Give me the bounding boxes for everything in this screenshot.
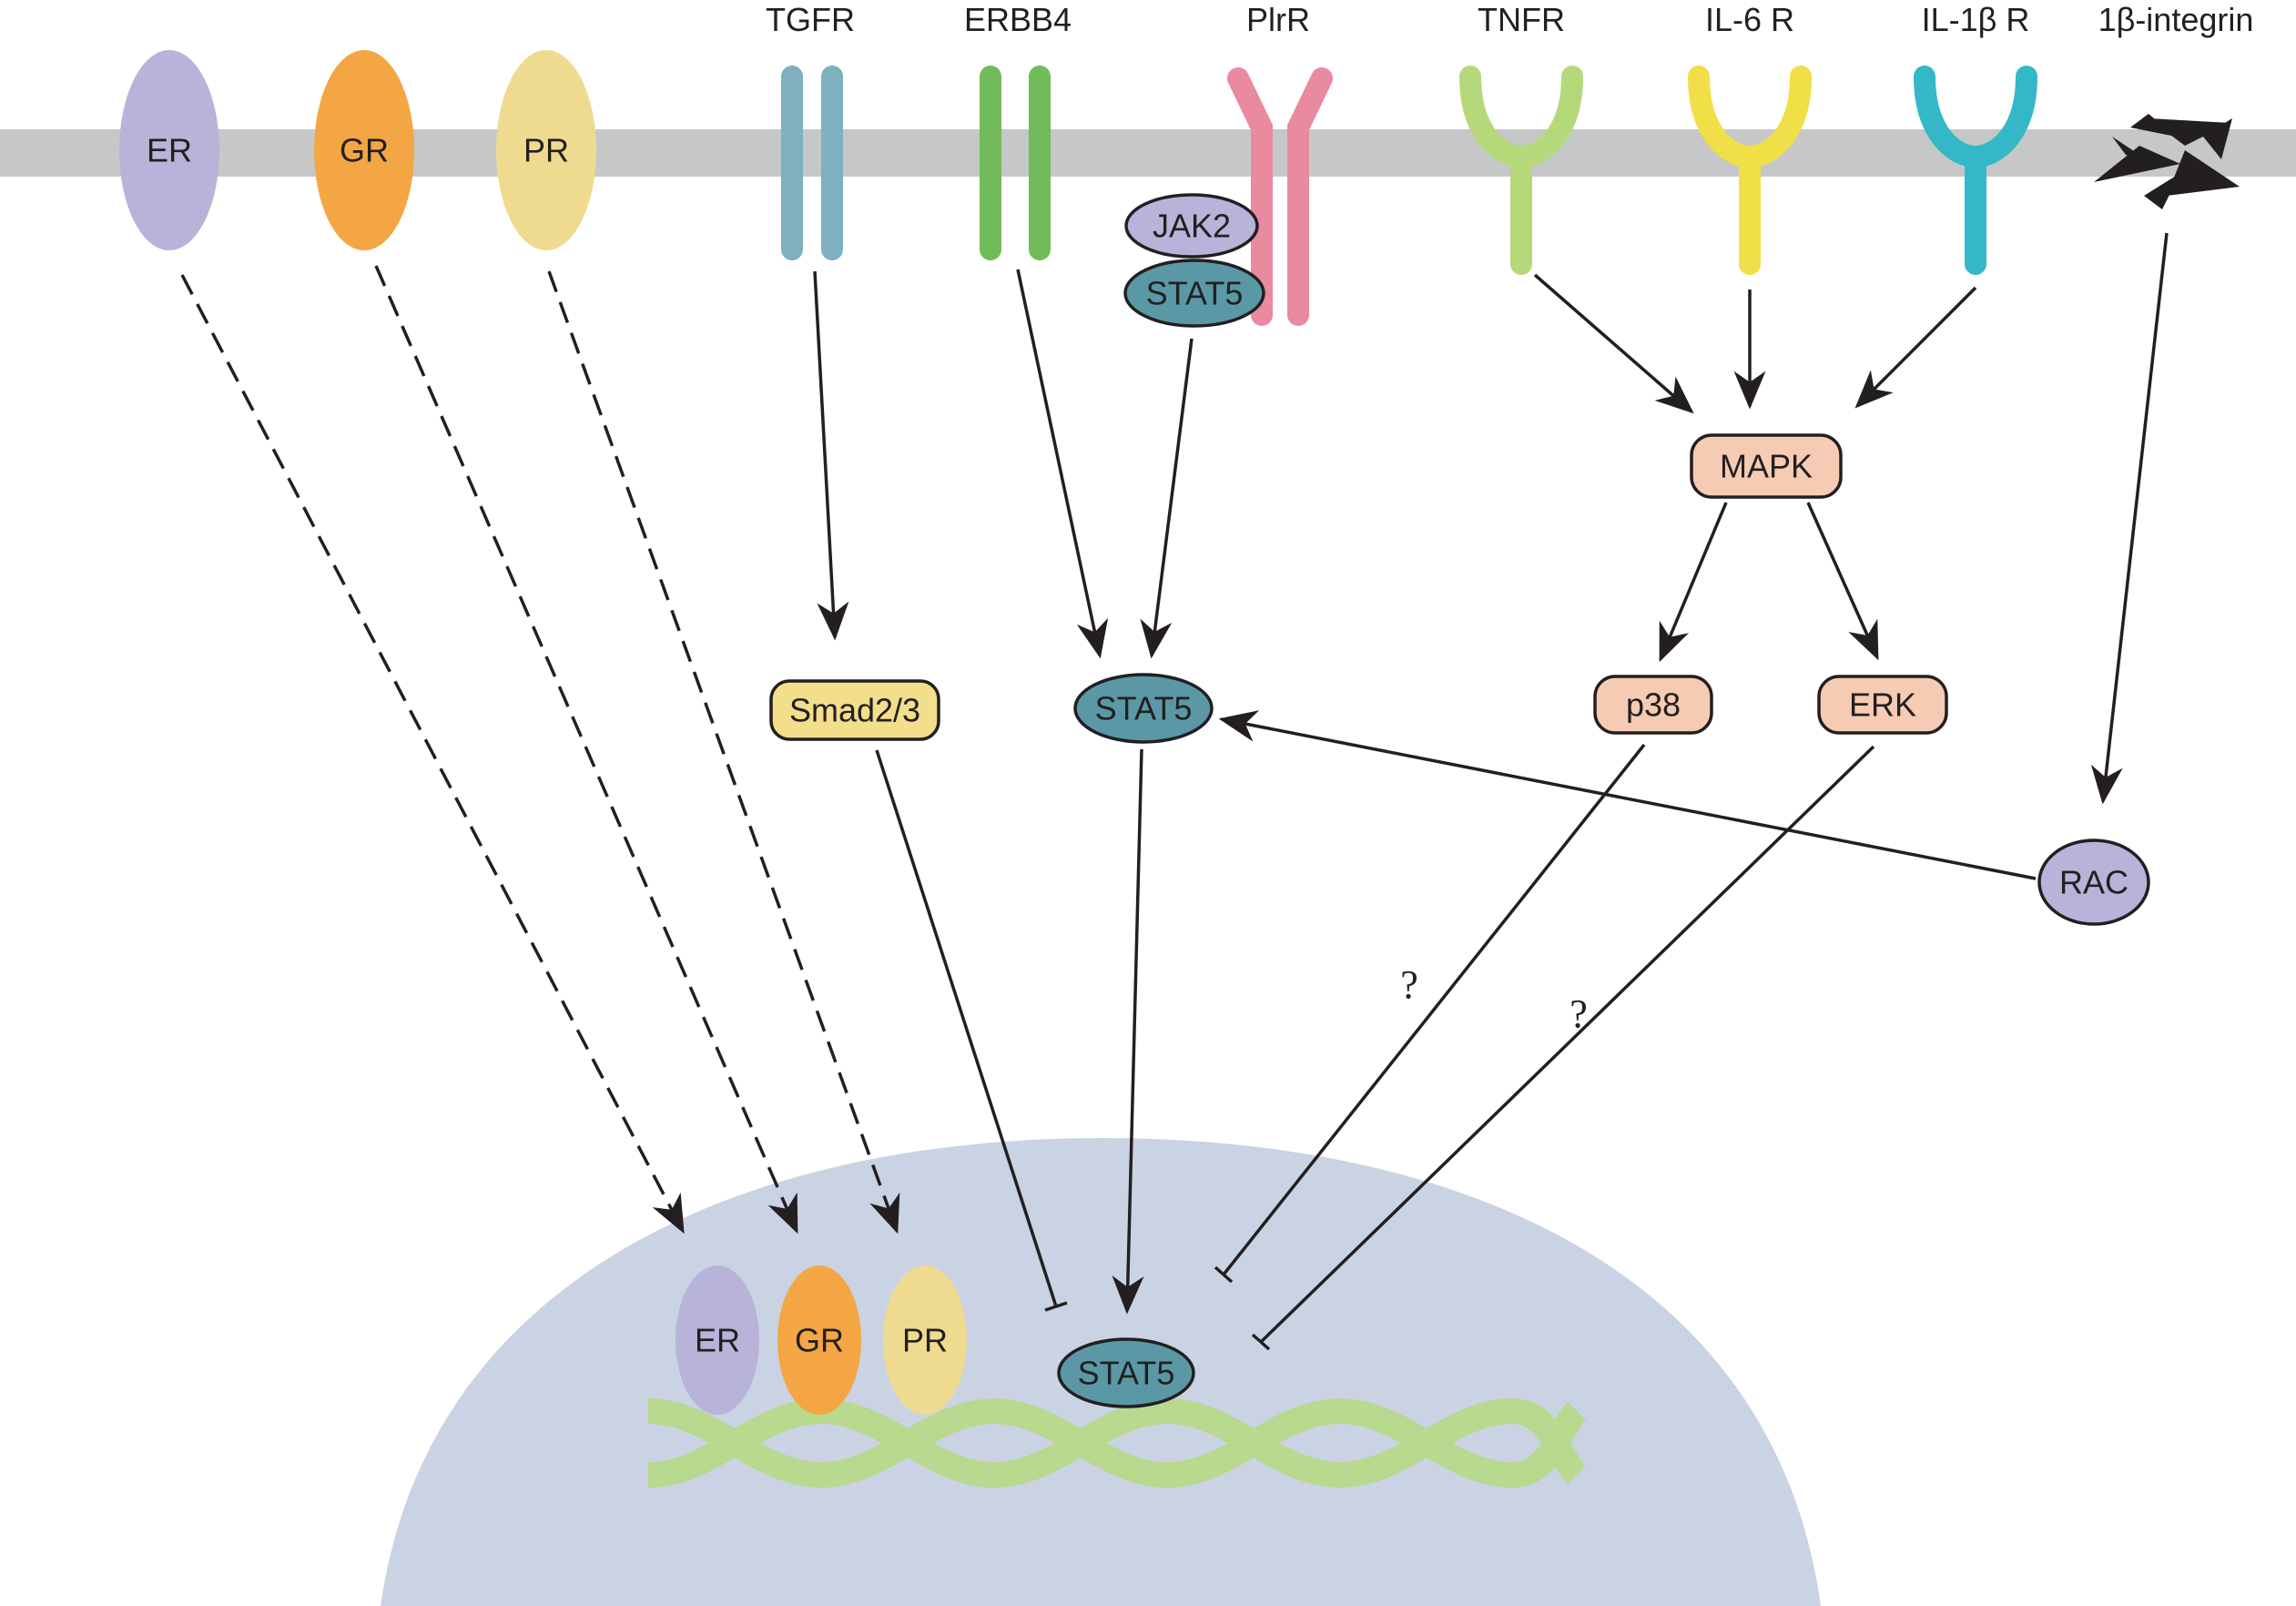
mapk-node: MAPK [1690,433,1843,499]
svg-text:Smad2/3: Smad2/3 [789,692,920,729]
mapk-to-erk-arrow [1806,502,1879,661]
nucleus-er: ER [676,1265,759,1415]
smad-inhibits-stat5 [875,749,1068,1312]
il6r-receptor [1688,66,1812,275]
svg-text:STAT5: STAT5 [1146,275,1244,312]
plrr-receptor [1227,67,1333,326]
svg-text:JAK2: JAK2 [1153,208,1231,245]
erk-inhibits-stat5 [1251,745,1875,1351]
membrane-pr: PR [496,50,596,250]
erbb4-receptor [980,66,1051,260]
stat5-membrane-node: STAT5 [1123,259,1265,328]
pr-translocation-arrow [547,270,900,1235]
svg-text:STAT5: STAT5 [1078,1355,1175,1392]
receptor-label-tnfr: TNFR [1478,1,1565,38]
tnfr-receptor [1459,66,1583,275]
svg-text:ERK: ERK [1849,686,1916,724]
receptor-label-integrin: 1β-integrin [2098,1,2254,38]
erk-uncertain-mark: ? [1570,991,1588,1036]
receptor-label-il1br: IL-1β R [1922,1,2030,38]
svg-text:RAC: RAC [2059,864,2128,901]
il1br-to-mapk-arrow [1854,286,1977,409]
stat5-to-stat5-arrow [1140,338,1194,659]
erbb4-to-stat5-arrow [1016,269,1109,659]
membrane-gr: GR [314,50,414,250]
nucleus-pr: PR [883,1265,967,1415]
jak2-node: JAK2 [1124,193,1259,259]
integrin-to-rac-arrow [2090,232,2169,805]
rac-node: RAC [2037,839,2150,926]
membrane-er: ER [119,50,219,250]
svg-text:GR: GR [340,132,389,169]
il1br-receptor [1914,66,2037,275]
nucleus-gr: GR [777,1265,861,1415]
svg-text:MAPK: MAPK [1720,448,1813,485]
stat5-to-nucleus-arrow [1112,748,1144,1315]
tgfr-to-smad-arrow [813,270,849,641]
svg-text:STAT5: STAT5 [1095,690,1193,727]
mapk-to-p38-arrow [1659,502,1728,663]
stat5-cytoplasm-node: STAT5 [1073,673,1214,744]
svg-text:ER: ER [147,132,192,169]
svg-text:p38: p38 [1626,686,1681,724]
smad-node: Smad2/3 [769,679,940,741]
stat5-nucleus-node: STAT5 [1057,1337,1195,1408]
gr-translocation-arrow [374,265,798,1235]
receptor-label-erbb4: ERBB4 [964,1,1072,38]
erk-node: ERK [1817,675,1948,735]
tnfr-to-mapk-arrow [1533,273,1694,414]
p38-uncertain-mark: ? [1400,962,1418,1007]
er-translocation-arrow [180,274,685,1235]
p38-node: p38 [1593,675,1713,735]
svg-text:PR: PR [523,132,569,169]
receptor-label-plrr: PlrR [1246,1,1310,38]
svg-text:PR: PR [902,1322,948,1359]
receptor-label-il6r: IL-6 R [1705,1,1794,38]
rac-to-stat5-arrow [1218,710,2037,880]
svg-text:ER: ER [695,1322,740,1359]
receptor-label-tgfr: TGFR [766,1,855,38]
svg-text:GR: GR [795,1322,844,1359]
tgfr-receptor [781,66,843,260]
p38-inhibits-stat5 [1214,743,1646,1284]
integrin-receptor [2094,114,2240,209]
